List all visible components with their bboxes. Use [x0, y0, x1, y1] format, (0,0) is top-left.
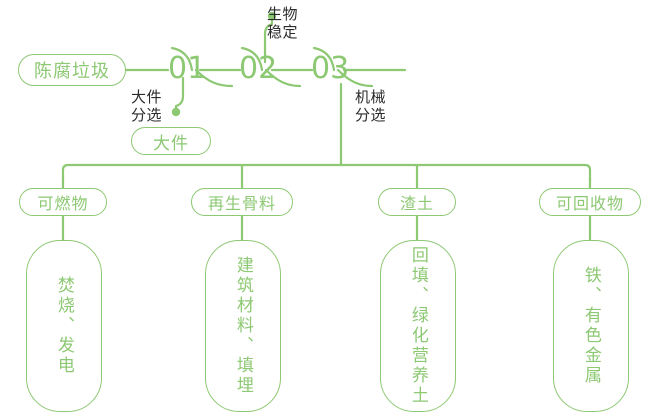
wire-02-to-bio [263, 16, 274, 64]
category-pill-recycled-aggregate[interactable]: 再生骨料 [191, 188, 293, 216]
swoosh-01-top [170, 46, 194, 72]
source-node-stale-waste[interactable]: 陈腐垃圾 [18, 54, 126, 86]
category-pill-slag-soil[interactable]: 渣土 [378, 188, 456, 216]
swoosh-01-bottom [194, 68, 234, 88]
process-label-bio-stabilization: 生物 稳定 [267, 6, 299, 41]
swoosh-02-bottom [264, 68, 302, 88]
outcome-text-combustible: 焚烧、发电 [54, 276, 74, 376]
outcome-box-recycled-aggregate[interactable]: 建筑材料、填埋 [205, 240, 281, 412]
outcome-text-recyclables: 铁、有色金属 [581, 266, 601, 386]
wire-01-to-bulky [174, 76, 185, 112]
swoosh-02-top [240, 46, 264, 72]
swoosh-03-top [312, 46, 336, 72]
outcome-text-recycled-aggregate: 建筑材料、填埋 [233, 256, 253, 396]
outcome-text-slag-soil: 回填、绿化营养土 [408, 246, 428, 406]
category-pill-combustible[interactable]: 可燃物 [19, 188, 107, 216]
swoosh-03-bottom [336, 68, 374, 88]
stage-number-02[interactable]: 02 [239, 51, 278, 86]
distribution-bar [61, 163, 592, 182]
node-bulky-items[interactable]: 大件 [131, 127, 211, 155]
process-label-bulky-sorting: 大件 分选 [131, 89, 163, 124]
category-pill-recyclables[interactable]: 可回收物 [539, 188, 641, 216]
outcome-box-slag-soil[interactable]: 回填、绿化营养土 [380, 240, 456, 412]
process-label-mechanical-sorting: 机械 分选 [355, 89, 387, 124]
endpoint-dot-bio [267, 11, 277, 21]
outcome-box-combustible[interactable]: 焚烧、发电 [26, 240, 102, 412]
stage-number-03[interactable]: 03 [311, 51, 350, 86]
outcome-box-recyclables[interactable]: 铁、有色金属 [553, 240, 629, 412]
stage-number-01[interactable]: 01 [168, 51, 207, 86]
endpoint-dot-bulky [171, 107, 181, 117]
